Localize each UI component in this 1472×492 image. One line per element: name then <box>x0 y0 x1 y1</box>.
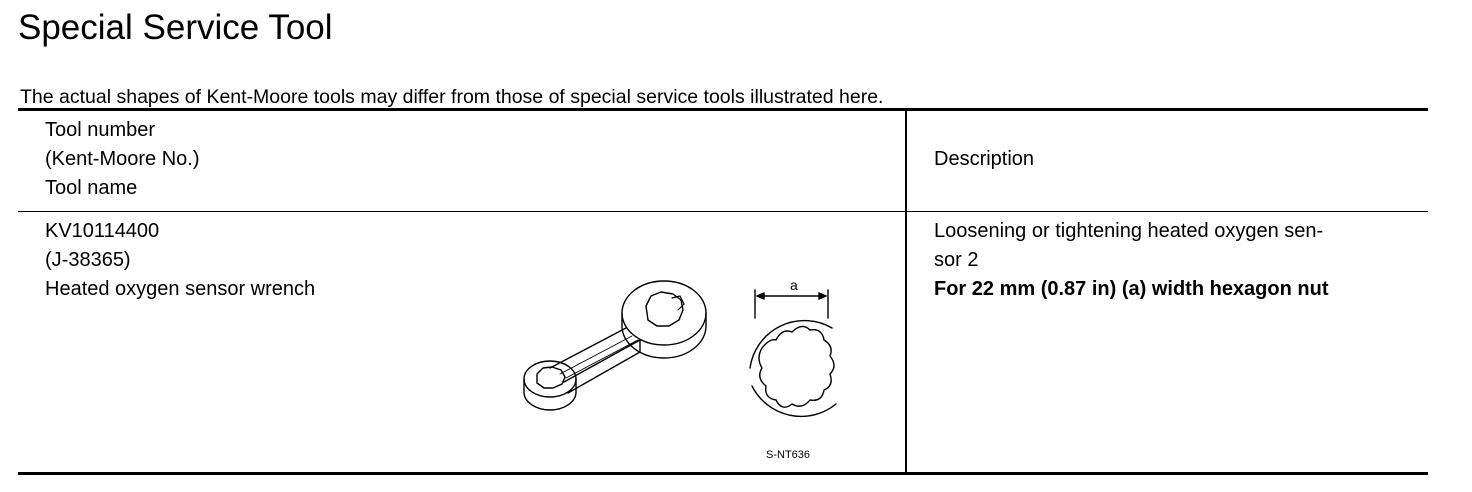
description-line-2: sor 2 <box>934 249 979 271</box>
table-header-divider <box>18 211 1428 212</box>
kent-moore-number: (J-38365) <box>45 249 131 271</box>
socket-cross-section <box>749 289 837 418</box>
tool-shape-note: The actual shapes of Kent-Moore tools ma… <box>20 86 884 108</box>
wrench-drawing <box>523 280 707 411</box>
tool-number: KV10114400 <box>45 220 160 242</box>
header-tool-column: Tool number (Kent-Moore No.) Tool name <box>45 116 200 203</box>
table-bottom-rule <box>18 472 1428 475</box>
dimension-label-a: a <box>790 277 798 293</box>
oxygen-sensor-wrench-icon: a S-NT636 <box>523 277 837 461</box>
tool-description: Loosening or tightening heated oxygen se… <box>934 217 1328 304</box>
table-top-rule <box>18 108 1428 111</box>
description-spec: For 22 mm (0.87 in) (a) width hexagon nu… <box>934 278 1329 300</box>
figure-code: S-NT636 <box>766 449 810 461</box>
header-kent-moore-no: (Kent-Moore No.) <box>45 148 200 170</box>
table-row: KV10114400 (J-38365) Heated oxygen senso… <box>45 217 315 304</box>
header-description: Description <box>934 148 1035 170</box>
page-title: Special Service Tool <box>18 8 333 47</box>
column-divider <box>905 111 907 473</box>
header-tool-name: Tool name <box>45 177 138 199</box>
header-tool-number: Tool number <box>45 119 156 141</box>
description-line-1: Loosening or tightening heated oxygen se… <box>934 220 1324 242</box>
tool-name: Heated oxygen sensor wrench <box>45 278 316 300</box>
